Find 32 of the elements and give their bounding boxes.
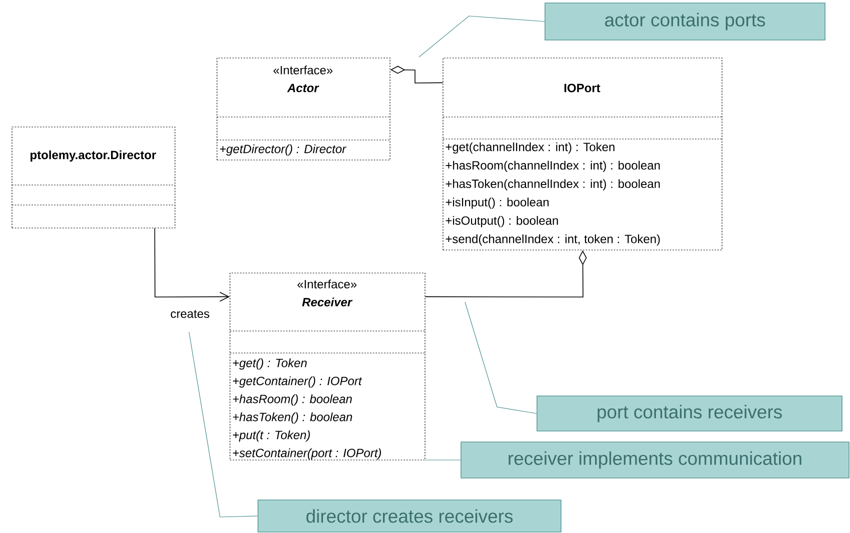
callout-box: director creates receivers: [258, 500, 562, 532]
class-name: IOPort: [564, 84, 600, 92]
leader-line: [418, 16, 545, 58]
operation: +getDirector() : Director: [220, 144, 346, 156]
operation: +hasToken() : boolean: [232, 412, 352, 424]
arrow: [154, 228, 230, 302]
operation: +getContainer() : IOPort: [232, 376, 362, 388]
operation: +hasToken(channelIndex : int) : boolean: [446, 179, 660, 190]
operation: +send(channelIndex : int, token : Token): [446, 234, 660, 246]
class-name: Receiver: [302, 298, 353, 306]
operation: +get() : Token: [232, 358, 307, 370]
class-box: [230, 272, 426, 460]
leader-line: [188, 332, 258, 518]
operation: +setContainer(port : IOPort): [232, 448, 381, 460]
operation: +hasRoom() : boolean: [232, 394, 352, 406]
stereotype: «Interface»: [273, 66, 333, 74]
operation: +get(channelIndex : int) : Token: [446, 142, 614, 154]
leader-line: [464, 302, 537, 414]
class-name: ptolemy.actor.Director: [30, 150, 156, 162]
stereotype: «Interface»: [297, 280, 357, 288]
edge-label: creates: [169, 309, 211, 319]
operation: +isInput() : boolean: [446, 198, 549, 209]
callout-box: actor contains ports: [544, 2, 826, 40]
class-name: Actor: [287, 84, 320, 92]
class-box: [442, 58, 722, 250]
operation: +isOutput() : boolean: [446, 216, 558, 228]
callout-box: receiver implements communication: [460, 442, 850, 478]
class-box: [216, 58, 390, 160]
callout-box: port contains receivers: [536, 396, 842, 432]
operation: +put(t : Token): [232, 430, 310, 442]
operation: +hasRoom(channelIndex : int) : boolean: [446, 160, 660, 172]
class-box: [12, 126, 176, 228]
